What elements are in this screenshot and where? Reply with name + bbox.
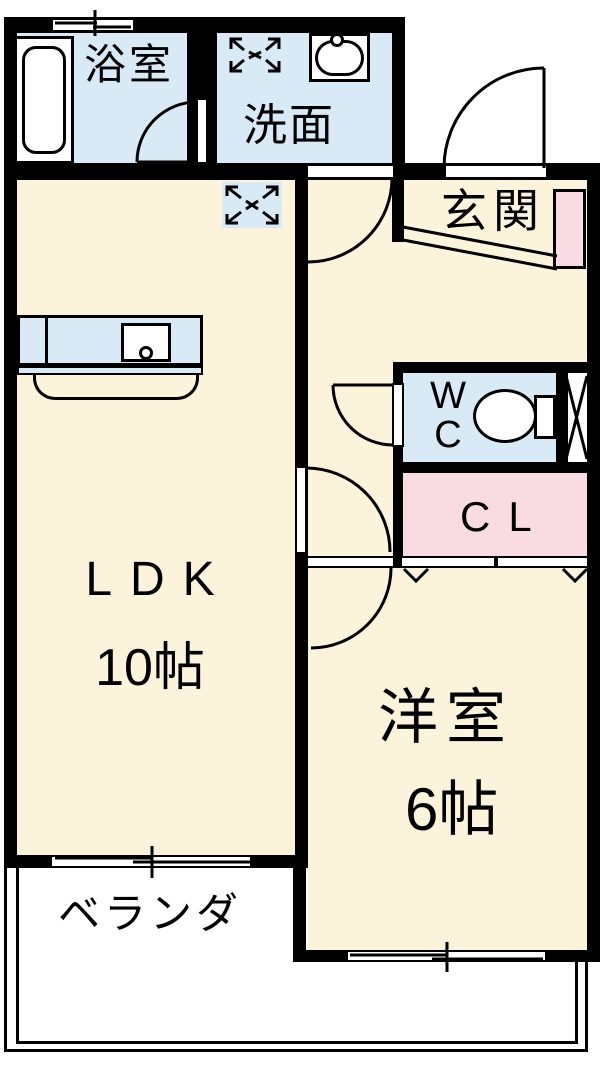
bathroom-label: 浴室 (83, 41, 174, 88)
wall-veranda-western (293, 855, 306, 962)
window-western-opening (348, 952, 545, 960)
entrance-door-arc (442, 66, 546, 169)
wall-washroom-right (392, 17, 405, 180)
wall-wc-bottom (393, 462, 600, 473)
pipe-space-area (568, 373, 587, 462)
closet-label: CL (460, 493, 550, 540)
washroom-door-opening (308, 166, 393, 177)
western-room-size-label: 6帖 (405, 776, 499, 843)
wc-label-w: W (430, 375, 466, 417)
veranda-rail-inner-right (575, 962, 578, 1044)
wc-door-leaf (392, 383, 404, 447)
veranda-rail-outer-bottom (4, 1049, 588, 1052)
western-room-label: 洋室 (378, 684, 514, 751)
sliding-band-divider-mid (494, 556, 498, 568)
wall-left (4, 17, 17, 862)
veranda-rail-inner-left (16, 868, 19, 1044)
window-bath-opening (53, 20, 133, 30)
kitchen-counter-divider (45, 315, 48, 366)
wall-entrance-stub (392, 175, 404, 242)
wall-wc-top (393, 362, 600, 373)
sliding-band-divider-left (393, 556, 402, 568)
veranda-rail-outer-right (585, 962, 588, 1052)
ldk-label: LDK (85, 553, 233, 606)
washroom-label: 洗面 (243, 101, 335, 150)
entrance-label: 玄関 (441, 185, 545, 237)
hallway-area (308, 362, 393, 568)
kitchen-counter-front (33, 373, 199, 400)
range-hood-icon (222, 182, 282, 228)
veranda-rail-outer-left (4, 862, 7, 1052)
bathroom-door-leaf (196, 98, 208, 164)
veranda-label: ベランダ (58, 890, 243, 937)
western-room-area (308, 568, 587, 950)
entrance-door-opening (446, 166, 546, 177)
ldk-area (17, 180, 295, 855)
toilet-bowl-icon (473, 389, 537, 443)
toilet-tank-icon (534, 395, 556, 439)
washbasin-faucet-icon (330, 33, 344, 47)
ldk-door-leaf (295, 466, 307, 554)
kitchen-counter-edge (17, 366, 203, 375)
veranda-rail-inner-bottom (16, 1041, 578, 1044)
shoe-cabinet-icon (553, 189, 586, 269)
bathtub-inner-icon (22, 46, 66, 154)
closet-sliding-doors (308, 556, 587, 568)
closet-area (403, 473, 587, 556)
ldk-size-label: 10帖 (95, 639, 205, 697)
window-ldk-opening (52, 857, 250, 866)
wc-label-c: C (434, 414, 462, 456)
wall-right-outer (587, 163, 600, 962)
kitchen-faucet-icon (139, 346, 153, 360)
kitchen-counter-icon (17, 315, 203, 366)
wall-wc-ps-divider (556, 373, 568, 462)
